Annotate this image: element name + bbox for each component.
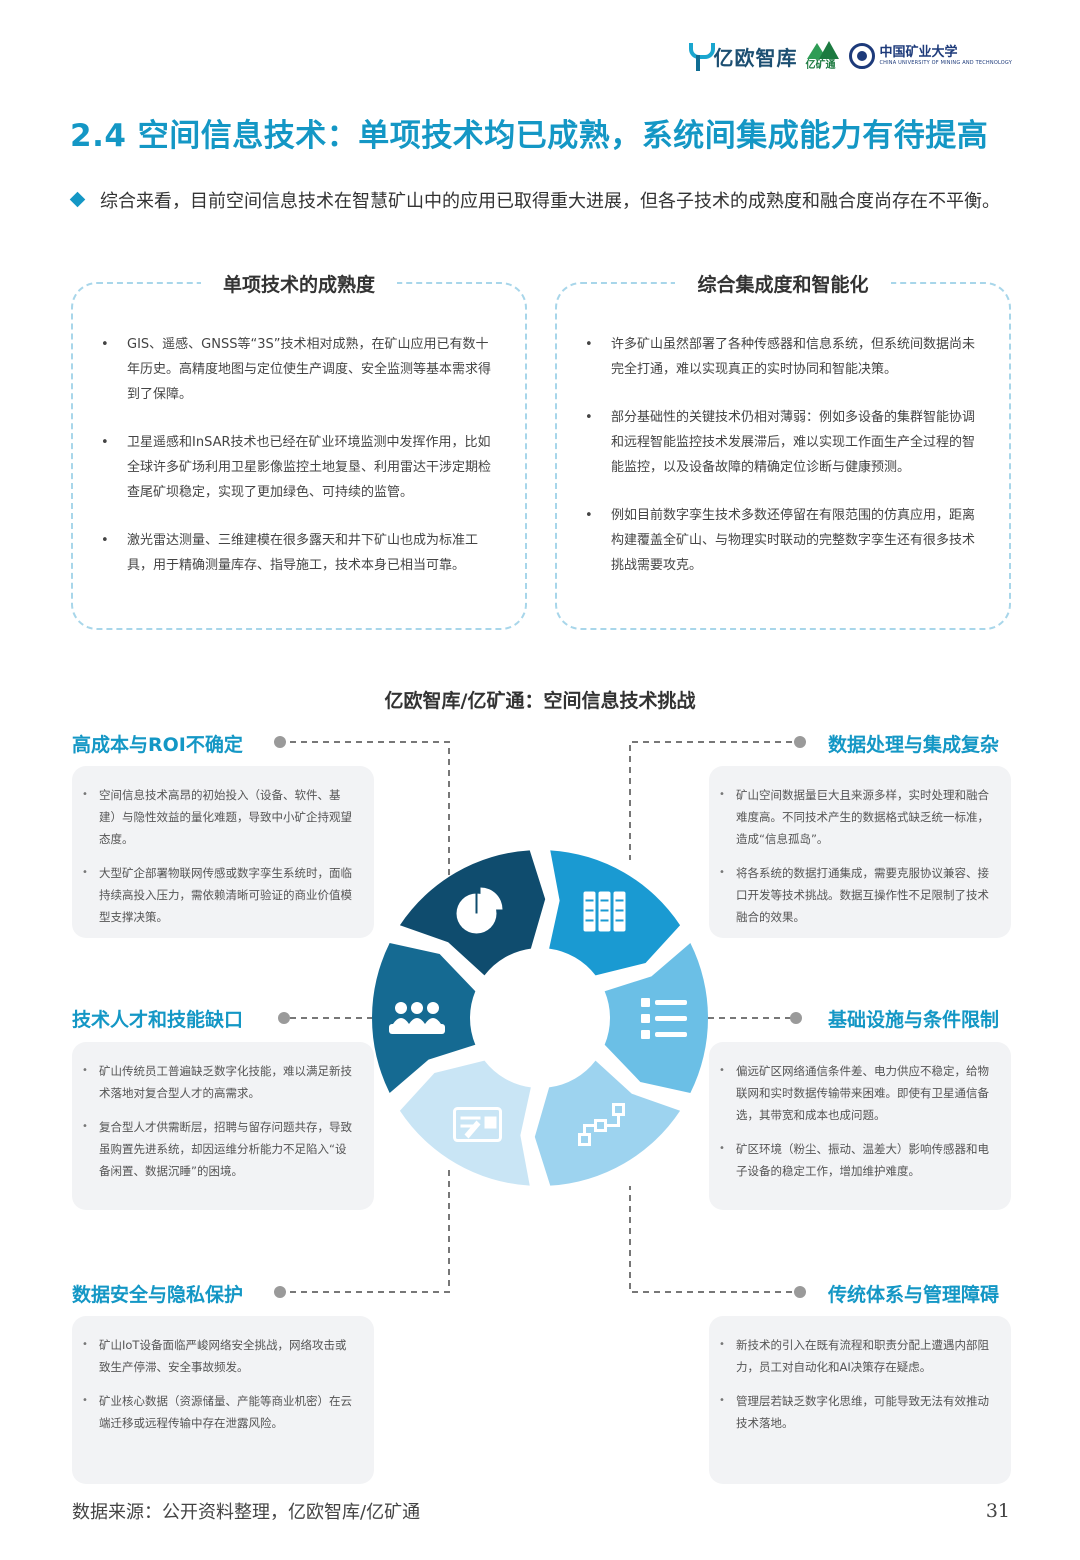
wheel-segment <box>399 1060 531 1186</box>
list-item: 矿山IoT设备面临严峻网络安全挑战，网络攻击或致生产停滞、安全事故频发。 <box>82 1334 354 1378</box>
list-item: 许多矿山虽然部署了各种传感器和信息系统，但系统间数据尚未完全打通，难以实现真正的… <box>585 332 983 382</box>
connector-line-c5 <box>290 1168 450 1293</box>
page-number: 31 <box>985 1500 1010 1522</box>
cumt-logo-text: 中国矿业大学 <box>879 44 958 60</box>
list-item: 卫星遥感和InSAR技术也已经在矿业环境监测中发挥作用，比如全球许多矿场利用卫星… <box>101 430 499 505</box>
report-icon <box>453 1107 502 1143</box>
list-item: 例如目前数字孪生技术多数还停留在有限范围的仿真应用，距离构建覆盖全矿山、与物理实… <box>585 503 983 578</box>
challenge-title-data-processing: 数据处理与集成复杂 <box>828 734 1000 756</box>
yiou-logo: 亿欧智库 <box>687 41 797 71</box>
connector-dot <box>274 736 286 748</box>
server-icon <box>583 891 626 932</box>
list-item: 新技术的引入在既有流程和职责分配上遭遇内部阻力，员工对自动化和AI决策存在疑虑。 <box>719 1334 991 1378</box>
list-item: 部分基础性的关键技术仍相对薄弱：例如多设备的集群智能协调和远程智能监控技术发展滞… <box>585 405 983 480</box>
list-item: 复合型人才供需断层，招聘与留存问题共存，导致虽购置先进系统，却因运维分析能力不足… <box>82 1116 354 1182</box>
list-item: GIS、遥感、GNSS等“3S”技术相对成熟，在矿山应用已有数十年历史。高精度地… <box>101 332 499 407</box>
university-seal-icon <box>849 43 876 69</box>
connector-dot <box>794 1286 806 1298</box>
wheel-segment <box>534 1060 681 1186</box>
header-logos: 亿欧智库 亿矿通 中国矿业大学 CHINA UNIVERSITY OF MINI… <box>687 36 1012 76</box>
list-item: 管理层若缺乏数字化思维，可能导致无法有效推动技术落地。 <box>719 1390 991 1434</box>
yikuangtong-logo-text: 亿矿通 <box>805 60 836 71</box>
team-icon <box>389 1002 445 1034</box>
list-item: 矿业核心数据（资源储量、产能等商业机密）在云端迁移或远程传输中存在泄露风险。 <box>82 1390 354 1434</box>
integration-box: 综合集成度和智能化 许多矿山虽然部署了各种传感器和信息系统，但系统间数据尚未完全… <box>555 274 1011 630</box>
yiou-mark-icon <box>687 41 716 71</box>
list-item: 将各系统的数据打通集成，需要克服协议兼容、接口开发等技术挑战。数据互操作性不足限… <box>719 862 991 928</box>
intro-text: 综合来看，目前空间信息技术在智慧矿山中的应用已取得重大进展，但各子技术的成熟度和… <box>100 191 1000 212</box>
challenge-title-talent: 技术人才和技能缺口 <box>72 1009 244 1031</box>
maturity-list: GIS、遥感、GNSS等“3S”技术相对成熟，在矿山应用已有数十年历史。高精度地… <box>101 332 499 601</box>
yikuangtong-logo: 亿矿通 <box>805 41 841 71</box>
challenge-title-infrastructure: 基础设施与条件限制 <box>828 1009 1000 1031</box>
maturity-box-title-wrap: 单项技术的成熟度 <box>73 270 525 297</box>
wheel-segment <box>372 943 476 1093</box>
connector-dot <box>794 736 806 748</box>
list-item: 偏远矿区网络通信条件差、电力供应不稳定，给物联网和实时数据传输带来困难。即使有卫… <box>719 1060 991 1126</box>
challenge-card-data-processing: 矿山空间数据量巨大且来源多样，实时处理和融合难度高。不同技术产生的数据格式缺乏统… <box>709 766 1011 938</box>
yiou-logo-text: 亿欧智库 <box>713 45 798 70</box>
challenge-card-management: 新技术的引入在既有流程和职责分配上遭遇内部阻力，员工对自动化和AI决策存在疑虑。… <box>709 1316 1011 1484</box>
flowchart-icon <box>578 1103 625 1147</box>
page-title: 2.4 空间信息技术：单项技术均已成熟，系统间集成能力有待提高 <box>70 118 989 154</box>
pie-chart-icon <box>456 887 503 934</box>
connector-dot <box>790 1012 802 1024</box>
integration-list: 许多矿山虽然部署了各种传感器和信息系统，但系统间数据尚未完全打通，难以实现真正的… <box>585 332 983 601</box>
challenge-card-talent: 矿山传统员工普遍缺乏数字化技能，难以满足新技术落地对复合型人才的高需求。 复合型… <box>72 1042 374 1210</box>
challenge-title-security: 数据安全与隐私保护 <box>72 1284 244 1306</box>
list-item: 空间信息技术高昂的初始投入（设备、软件、基建）与隐性效益的量化难题，导致中小矿企… <box>82 784 354 850</box>
challenge-title-cost: 高成本与ROI不确定 <box>72 734 243 756</box>
challenge-card-security: 矿山IoT设备面临严峻网络安全挑战，网络攻击或致生产停滞、安全事故频发。 矿业核… <box>72 1316 374 1484</box>
integration-box-title: 综合集成度和智能化 <box>675 274 891 296</box>
challenge-wheel <box>372 850 709 1186</box>
connector-line-c6 <box>629 1186 792 1293</box>
connector-dot <box>278 1012 290 1024</box>
data-source: 数据来源：公开资料整理，亿欧智库/亿矿通 <box>72 1502 421 1523</box>
list-item: 大型矿企部署物联网传感或数字孪生系统时，面临持续高投入压力，需依赖清晰可验证的商… <box>82 862 354 928</box>
diagram-title: 亿欧智库/亿矿通：空间信息技术挑战 <box>384 690 696 712</box>
cumt-logo: 中国矿业大学 CHINA UNIVERSITY OF MINING AND TE… <box>849 43 1012 69</box>
integration-box-title-wrap: 综合集成度和智能化 <box>557 270 1009 297</box>
mountain-icon-2 <box>819 41 840 59</box>
checklist-icon <box>641 998 687 1039</box>
cumt-logo-english: CHINA UNIVERSITY OF MINING AND TECHNOLOG… <box>879 59 1012 66</box>
maturity-box-title: 单项技术的成熟度 <box>200 274 397 296</box>
challenge-title-management: 传统体系与管理障碍 <box>828 1284 1000 1306</box>
intro-paragraph: 综合来看，目前空间信息技术在智慧矿山中的应用已取得重大进展，但各子技术的成熟度和… <box>69 186 1022 218</box>
list-item: 矿山传统员工普遍缺乏数字化技能，难以满足新技术落地对复合型人才的高需求。 <box>82 1060 354 1104</box>
list-item: 矿山空间数据量巨大且来源多样，实时处理和融合难度高。不同技术产生的数据格式缺乏统… <box>719 784 991 850</box>
list-item: 矿区环境（粉尘、振动、温差大）影响传感器和电子设备的稳定工作，增加维护难度。 <box>719 1138 991 1182</box>
maturity-box: 单项技术的成熟度 GIS、遥感、GNSS等“3S”技术相对成熟，在矿山应用已有数… <box>71 274 527 630</box>
list-item: 激光雷达测量、三维建模在很多露天和井下矿山也成为标准工具，用于精确测量库存、指导… <box>101 528 499 578</box>
connector-dot <box>274 1286 286 1298</box>
connector-line-c1 <box>290 741 450 930</box>
challenge-card-cost: 空间信息技术高昂的初始投入（设备、软件、基建）与隐性效益的量化难题，导致中小矿企… <box>72 766 374 938</box>
challenge-card-infrastructure: 偏远矿区网络通信条件差、电力供应不稳定，给物联网和实时数据传输带来困难。即使有卫… <box>709 1042 1011 1210</box>
